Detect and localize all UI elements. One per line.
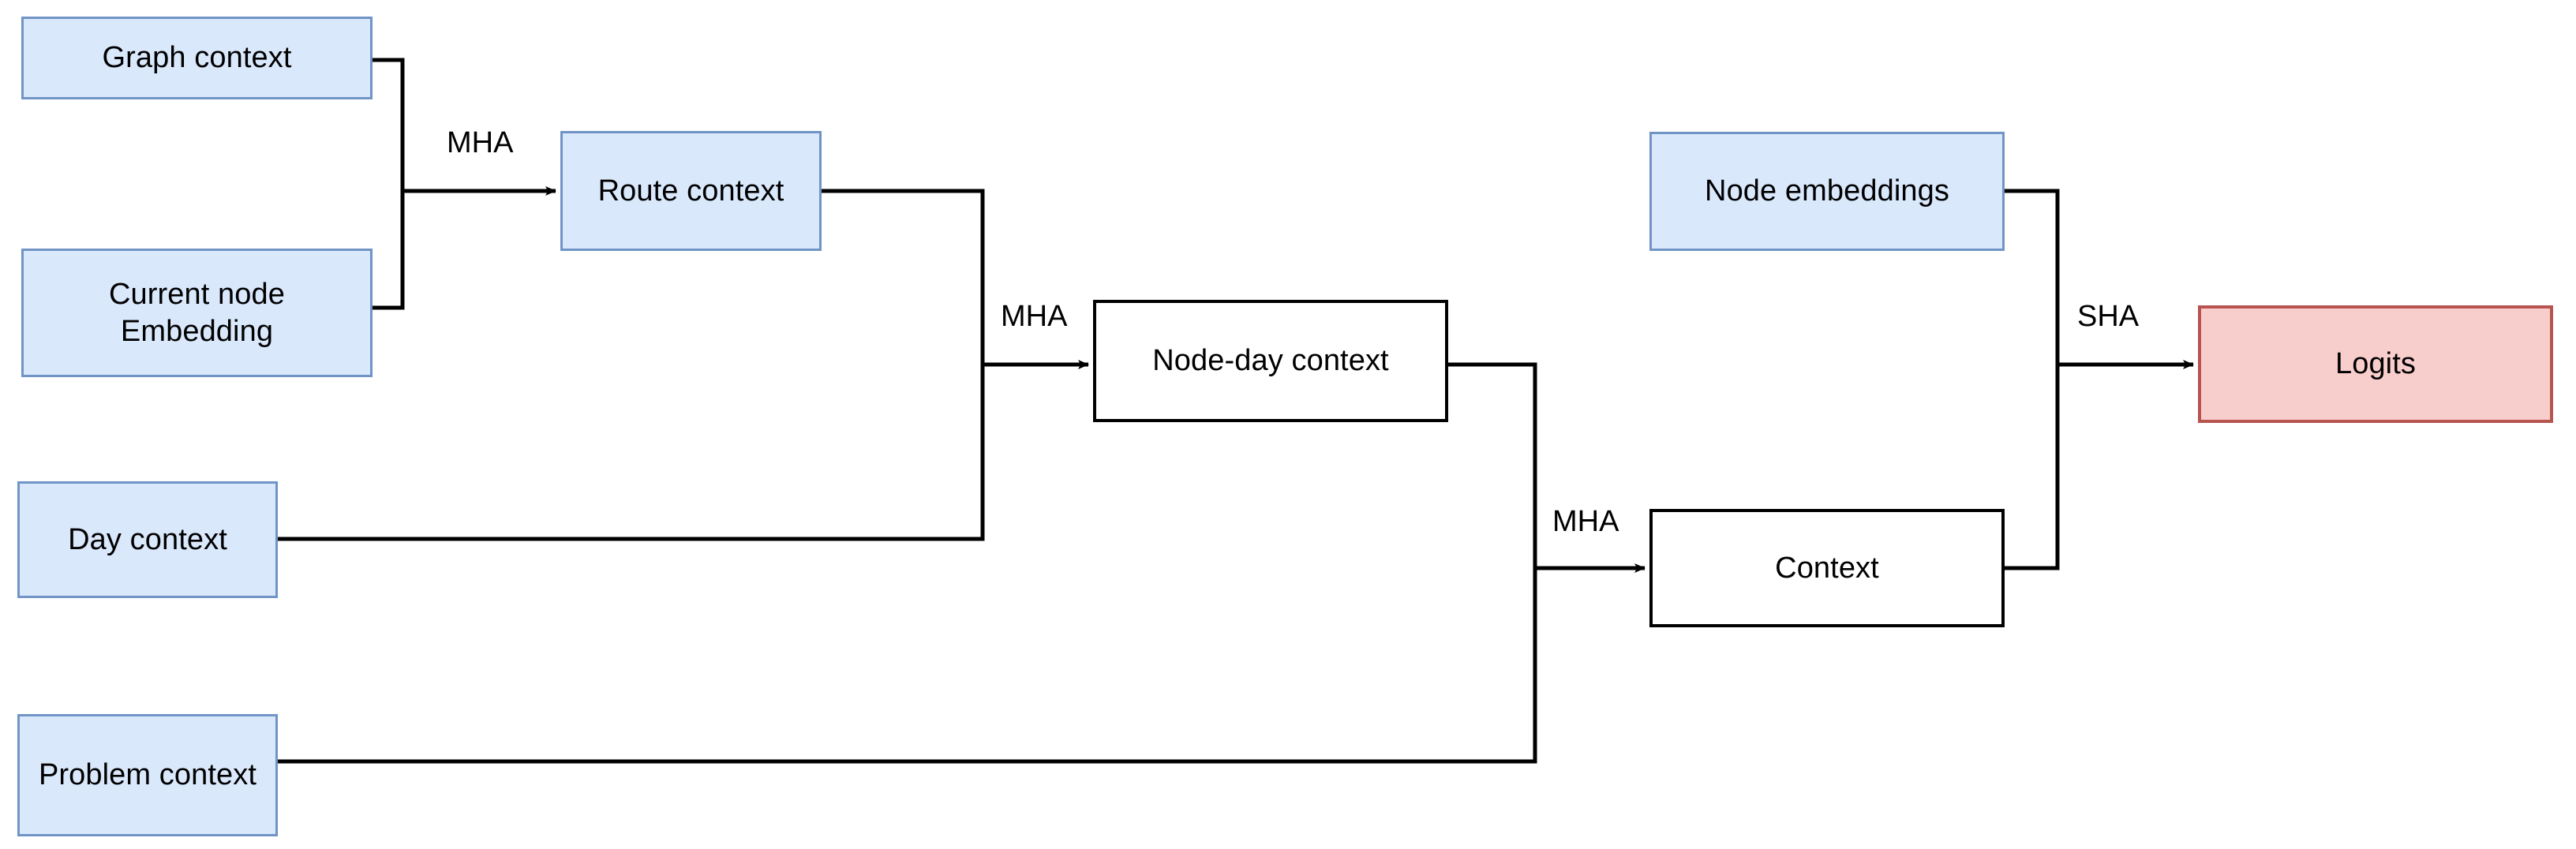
node-node-embeddings[interactable]: Node embeddings (1649, 132, 2005, 251)
edge-embeddings-to-logits (2005, 189, 2060, 365)
node-problem-context[interactable]: Problem context (17, 714, 278, 836)
node-day-context[interactable]: Day context (17, 481, 278, 598)
edge-label-mha-route: MHA (447, 126, 514, 159)
node-logits[interactable]: Logits (2198, 305, 2553, 423)
edge-currentnode-to-route (373, 191, 405, 310)
edge-graph-to-route (373, 58, 405, 191)
edge-nodeday-to-context (1448, 362, 1537, 568)
node-route-context[interactable]: Route context (560, 131, 822, 251)
edge-label-mha-context: MHA (1552, 505, 1619, 538)
edge-context-to-logits (2005, 365, 2060, 570)
edge-label-sha-logits: SHA (2077, 300, 2140, 333)
edge-route-to-nodeday (822, 189, 985, 365)
node-context[interactable]: Context (1649, 509, 2005, 627)
edge-day-to-nodeday (278, 365, 985, 541)
edge-problem-to-context (278, 568, 1537, 764)
node-graph-context[interactable]: Graph context (21, 17, 373, 99)
edge-label-mha-node-day: MHA (1001, 300, 1068, 333)
node-node-day-context[interactable]: Node-day context (1093, 300, 1448, 422)
node-current-node-embedding[interactable]: Current node Embedding (21, 249, 373, 377)
